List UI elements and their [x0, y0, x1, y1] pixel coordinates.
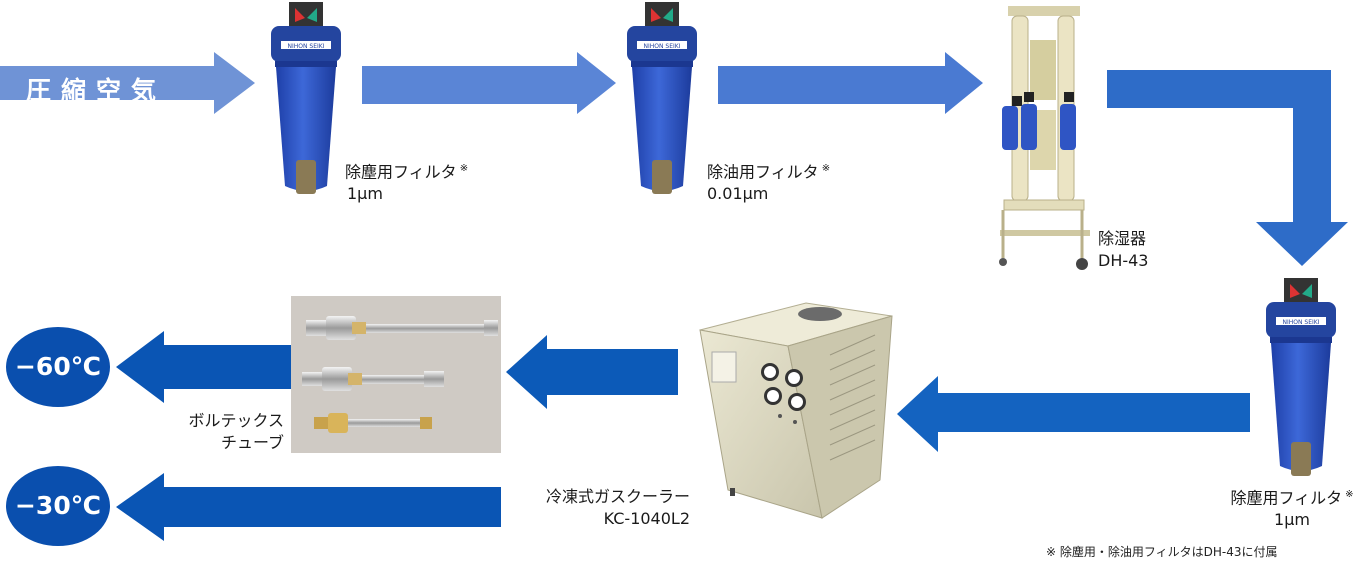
- arrow-filter3-to-cooler: [897, 376, 1250, 452]
- output-temp-cooler: −30℃: [14, 491, 101, 520]
- vortex-label: ボルテックス チューブ: [160, 410, 284, 454]
- arrow-vortex-output: [116, 331, 291, 403]
- cooler-label: 冷凍式ガスクーラー KC-1040L2: [480, 486, 690, 530]
- arrow-cooler-to-vortex: [506, 335, 678, 409]
- vortex-line-2: チューブ: [220, 433, 284, 452]
- filter-2-spec: 0.01μm: [707, 184, 769, 204]
- oil-filter-image: NIHON SEIKI: [627, 2, 697, 194]
- dryer-image: [999, 6, 1090, 270]
- arrow-filter2-to-dryer: [718, 52, 983, 114]
- filter-2-brand: NIHON SEIKI: [644, 43, 681, 50]
- arrow-filter1-to-filter2: [362, 52, 616, 114]
- filter-1-mark: ※: [459, 163, 469, 174]
- dryer-label: 除湿器 DH-43: [1098, 228, 1148, 272]
- filter-1-name: 除塵用フィルタ: [345, 162, 457, 182]
- output-oval-cooler: [6, 466, 110, 546]
- filter-2-mark: ※: [821, 163, 831, 174]
- filter-2-label: 除油用フィルタ※ 0.01μm: [707, 158, 830, 205]
- vortex-line-1: ボルテックス: [188, 411, 284, 430]
- gas-cooler-image: [699, 302, 893, 519]
- filter-1-spec: 1μm: [347, 184, 383, 204]
- vortex-tubes-image: [291, 296, 501, 453]
- dryer-name: 除湿器: [1098, 229, 1147, 248]
- arrow-cooler-output: [116, 473, 501, 541]
- filter-3-brand: NIHON SEIKI: [1283, 319, 1320, 326]
- cooler-model: KC-1040L2: [603, 509, 690, 528]
- filter-3-spec: 1μm: [1274, 510, 1310, 530]
- footnote: ※ 除塵用・除油用フィルタはDH-43に付属: [1046, 545, 1278, 559]
- dust-filter-1-image: NIHON SEIKI: [271, 2, 341, 194]
- filter-3-label: 除塵用フィルタ※ 1μm: [1212, 484, 1365, 531]
- filter-1-label: 除塵用フィルタ※ 1μm: [345, 158, 468, 205]
- output-temp-vortex: −60℃: [14, 352, 101, 381]
- cooler-name: 冷凍式ガスクーラー: [545, 487, 690, 506]
- dust-filter-3-image: NIHON SEIKI: [1266, 278, 1336, 476]
- arrow-dryer-to-filter3: [1107, 70, 1348, 266]
- output-oval-vortex: [6, 327, 110, 407]
- filter-3-name: 除塵用フィルタ: [1230, 488, 1343, 508]
- inlet-label: 圧縮空気: [26, 76, 167, 105]
- dryer-model: DH-43: [1098, 251, 1149, 270]
- filter-2-name: 除油用フィルタ: [707, 162, 819, 182]
- filter-3-mark: ※: [1345, 489, 1354, 500]
- filter-1-brand: NIHON SEIKI: [288, 43, 325, 50]
- inlet-arrow: [0, 52, 255, 114]
